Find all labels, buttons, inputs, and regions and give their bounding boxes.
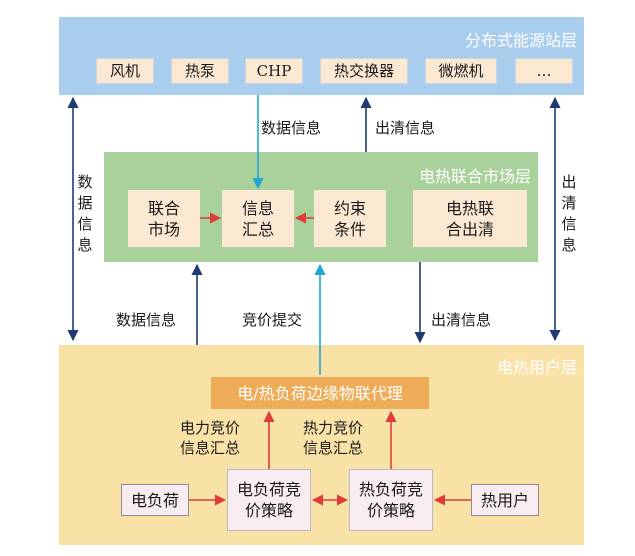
device-wind-turbine: 风机 xyxy=(96,58,154,84)
station-layer-title: 分布式能源站层 xyxy=(464,31,577,50)
device-micro-turbine: 微燃机 xyxy=(425,58,497,84)
label-heat-bid-summary: 热力竞价 信息汇总 xyxy=(303,419,364,457)
device-heat-pump: 热泵 xyxy=(171,58,229,84)
heat-bid-strategy-box: 热负荷竞 价策略 xyxy=(349,469,433,531)
electric-load-box: 电负荷 xyxy=(121,484,189,516)
heat-user-box: 热用户 xyxy=(471,484,539,516)
label-clearing-info-top: 出清信息 xyxy=(375,119,436,137)
label-data-info-top: 数据信息 xyxy=(261,119,322,137)
constraints-box: 约束 条件 xyxy=(314,190,386,247)
label-elec-bid-summary: 电力竞价 信息汇总 xyxy=(180,419,241,457)
label-clearing-info-mid: 出清信息 xyxy=(431,311,492,329)
label-data-info-mid: 数据信息 xyxy=(116,311,177,329)
electric-bid-strategy-box: 电负荷竞 价策略 xyxy=(227,469,311,531)
label-bid-submit: 竞价提交 xyxy=(242,311,303,329)
user-layer-title: 电热用户层 xyxy=(496,358,577,377)
label-clearing-info-right: 出清信息 xyxy=(561,173,577,254)
device-chp: CHP xyxy=(245,58,303,84)
label-data-info-left: 数据信息 xyxy=(77,173,93,254)
info-summary-box: 信息 汇总 xyxy=(222,190,294,247)
joint-market-box: 联合 市场 xyxy=(128,190,200,247)
joint-clearing-box: 电热联 合出清 xyxy=(413,190,527,247)
device-more: … xyxy=(515,58,573,84)
device-heat-exchanger: 热交换器 xyxy=(320,58,408,84)
edge-iot-proxy-box: 电/热负荷边缘物联代理 xyxy=(211,377,429,409)
market-layer-title: 电热联合市场层 xyxy=(418,167,531,186)
